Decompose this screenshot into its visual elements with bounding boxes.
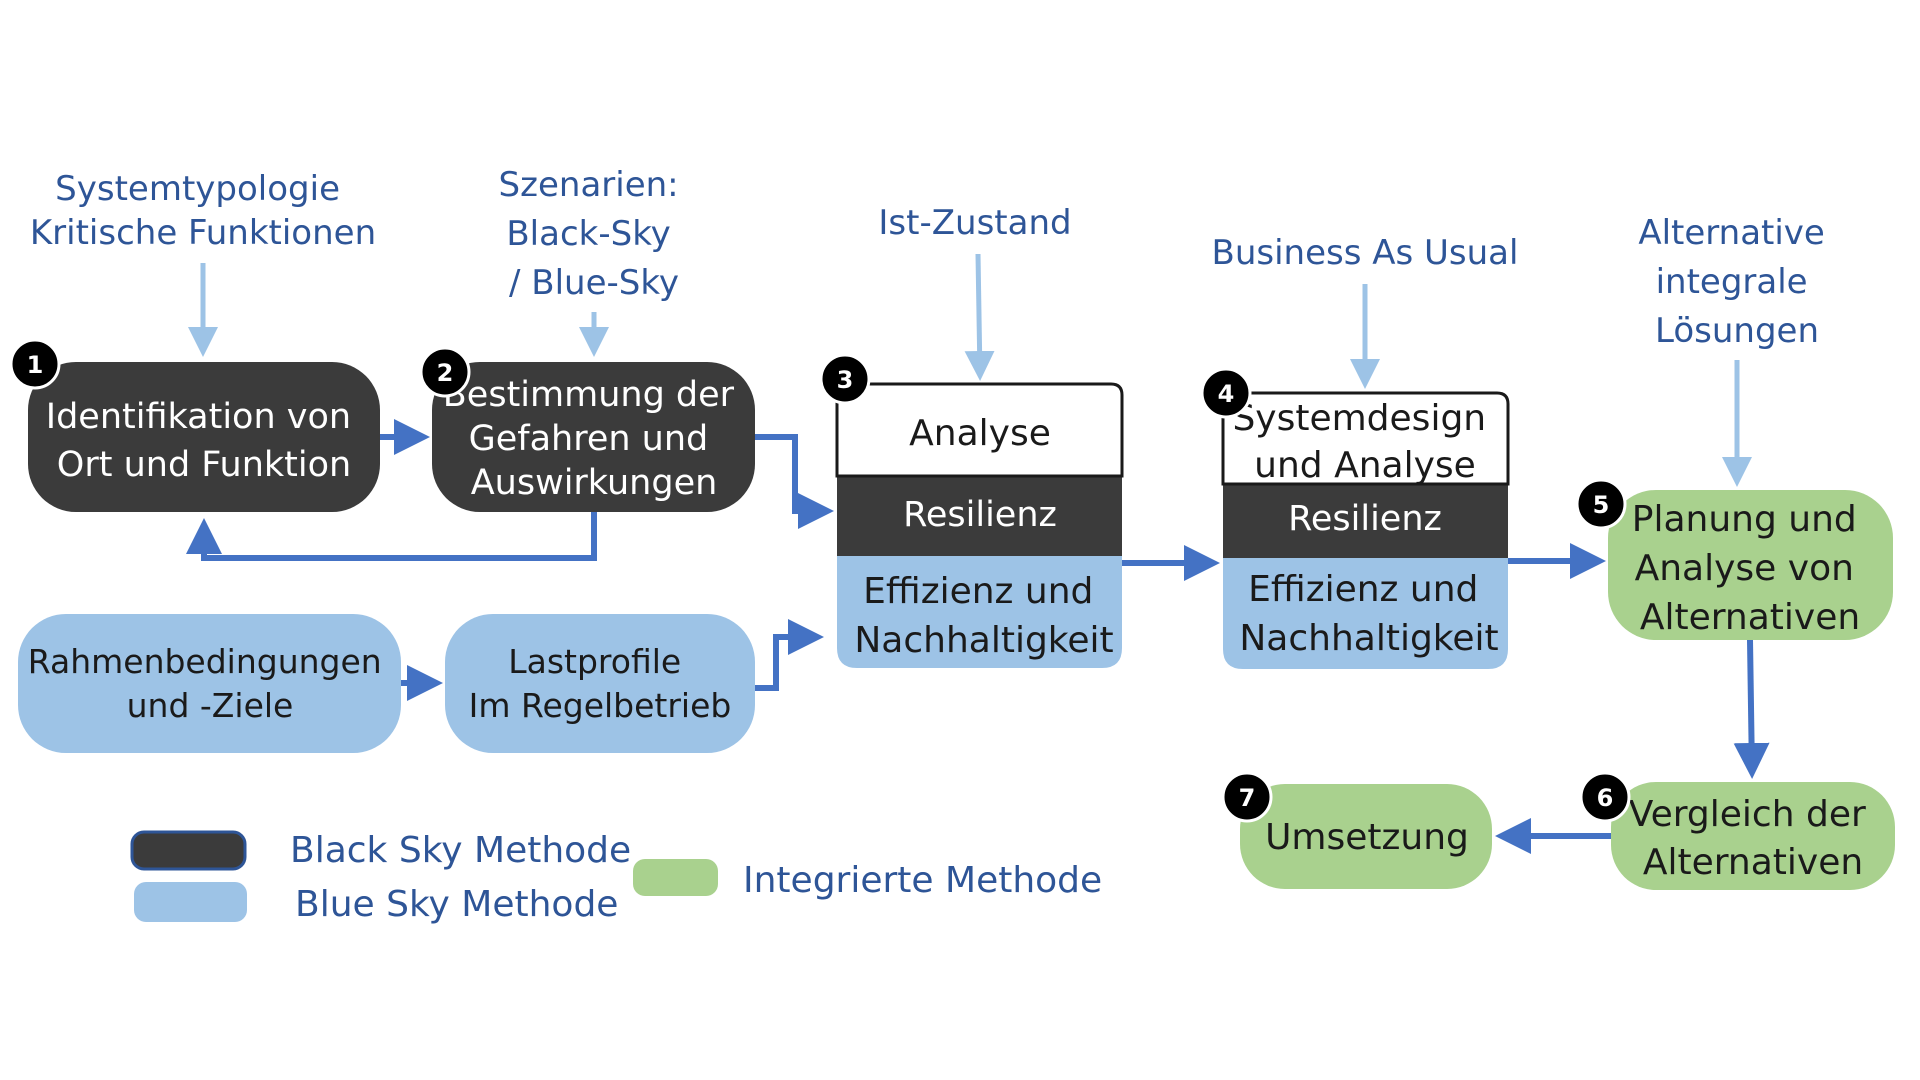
legend: Black Sky Methode Blue Sky Methode Integ… [130,830,1102,925]
legend-swatch-black-sky [130,830,247,871]
step-3-number-badge [819,353,871,405]
step-4-stack [1221,391,1510,669]
step-6-number-badge [1579,771,1631,823]
legend-swatch-blue-sky [134,882,247,922]
step-7-label: Umsetzung [1265,817,1469,858]
step-4-number: 4 [1218,380,1235,408]
step-1-label: Identifikation von Ort und Funktion [46,397,362,485]
arrow-step5-to-step6 [1733,639,1770,779]
step-4-resilienz-section [1223,484,1508,558]
legend-label-integrated: Integrierte Methode [743,860,1102,901]
flow-arrows [186,419,1770,854]
step-4-resilienz-label: Resilienz [1288,499,1442,539]
step-3-top-label: Analyse [909,413,1051,454]
input-arrows [188,253,1752,487]
step-6-number: 6 [1597,784,1614,812]
step-5-number-badge [1575,478,1627,530]
arrow-lastprofile-to-step3 [755,619,824,691]
input-label-ist-zustand: Ist-Zustand [878,203,1071,243]
lastprofile-label: Lastprofile Im Regelbetrieb [469,642,732,725]
step-3-bottom-label: Effizienz und Nachhaltigkeit [854,571,1113,661]
step-6-box [1611,782,1895,890]
step-2-box [432,362,755,512]
step-1-box [28,362,380,512]
rahmenbedingungen-box [18,614,401,753]
step-2-number-badge [419,346,471,398]
step-6-label: Vergleich der Alternativen [1629,794,1877,883]
input-label-szenarien: Szenarien: Black-Sky / Blue-Sky [499,165,690,303]
arrow-step2-back-to-step1 [186,512,597,561]
step-4-bottom-label: Effizienz und Nachhaltigkeit [1239,569,1498,659]
step-7-box [1240,784,1492,889]
step-7-number-badge [1221,771,1273,823]
legend-label-black-sky: Black Sky Methode [290,830,631,871]
step-5-number: 5 [1593,491,1610,519]
step-4-blue-section [1223,556,1508,669]
step-3-number: 3 [837,366,854,394]
step-3-stack [835,382,1124,668]
step-7-number: 7 [1239,784,1256,812]
step-2-number: 2 [437,359,454,387]
step-2-label: Bestimmung der Gefahren und Auswirkungen [443,375,745,503]
step-4-top-label: Systemdesign und Analyse [1232,398,1497,486]
step-3-resilienz-label: Resilienz [903,495,1057,535]
input-label-business-as-usual: Business As Usual [1212,233,1519,273]
step-1-number-badge [9,338,61,390]
rahmenbedingungen-label: Rahmenbedingungen und -Ziele [28,642,392,725]
step-4-number-badge [1200,367,1252,419]
step-5-label: Planung und Analyse von Alternativen [1632,499,1868,638]
legend-label-blue-sky: Blue Sky Methode [295,884,618,925]
legend-swatch-integrated [633,859,718,896]
input-label-systemtypologie: Systemtypologie Kritische Funktionen [30,169,376,253]
step-1-number: 1 [27,351,44,379]
step-3-resilienz-section [837,476,1122,556]
arrow-step2-to-step3 [755,434,834,529]
input-label-alternative-loesungen: Alternative integrale Lösungen [1638,213,1835,351]
lastprofile-box [445,614,755,753]
step-5-box [1608,490,1893,640]
step-3-blue-section [837,555,1122,668]
